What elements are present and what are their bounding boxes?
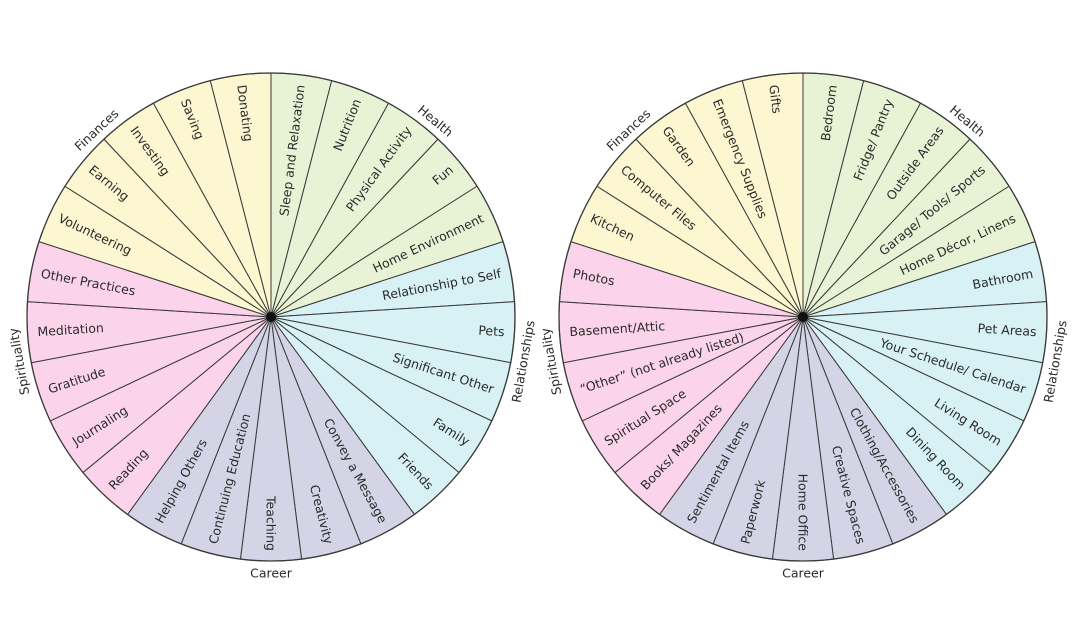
segment-label: Teaching — [264, 495, 279, 551]
group-label-career: Career — [250, 566, 293, 581]
wheel-rim — [26, 72, 516, 562]
segment-label: Donating — [234, 84, 256, 143]
segment-label: Bedroom — [818, 84, 840, 142]
wheel-hub — [798, 312, 808, 322]
segment-label: Home Office — [796, 474, 811, 552]
segment-label: Basement/Attic — [569, 318, 666, 339]
segment-label: Meditation — [37, 320, 104, 339]
segment-label: Pet Areas — [977, 321, 1037, 340]
wheel-hub — [266, 312, 276, 322]
segment-label: Pets — [478, 323, 505, 340]
wheel-rim — [558, 72, 1048, 562]
group-label-career: Career — [782, 566, 825, 581]
segment-label: Gifts — [766, 84, 784, 114]
